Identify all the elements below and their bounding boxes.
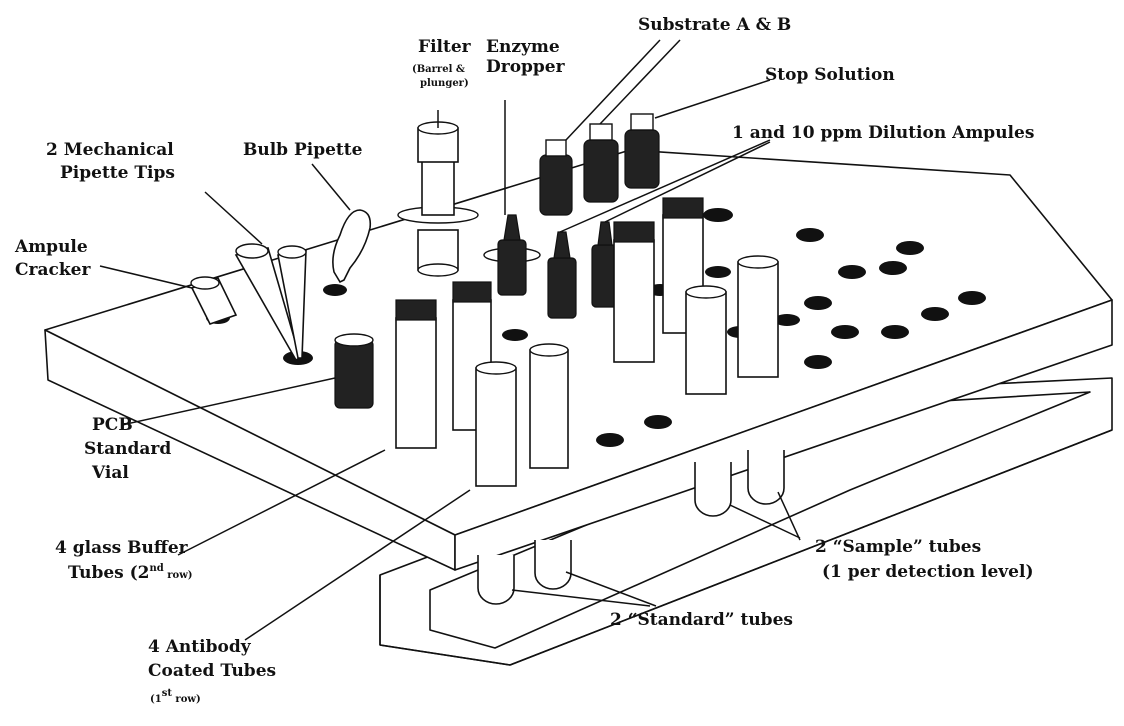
label-enzyme-2: Dropper: [486, 57, 566, 77]
rack: [45, 150, 1112, 570]
label-filter-sub-2: plunger): [420, 78, 469, 89]
label-filter-sub-1: (Barrel &: [412, 64, 465, 75]
label-mech-pipette-1: 2 Mechanical: [46, 140, 174, 160]
label-standard: 2 “Standard” tubes: [610, 610, 793, 630]
label-filter: Filter: [418, 37, 472, 57]
label-buffer-2-main: Tubes (2: [68, 563, 150, 583]
label-antibody-sup: st: [162, 688, 173, 699]
label-sample-1: 2 “Sample” tubes: [815, 537, 981, 557]
label-antibody-3: (1st row): [150, 688, 201, 705]
label-ampule-cracker-2: Cracker: [15, 260, 91, 280]
label-buffer-3: row): [164, 570, 193, 581]
label-bulb-pipette: Bulb Pipette: [243, 140, 363, 160]
label-stop-solution: Stop Solution: [765, 65, 895, 85]
label-pcb-1: PCB: [92, 415, 133, 435]
label-buffer-sup: nd: [150, 563, 164, 574]
label-dilution: 1 and 10 ppm Dilution Ampules: [732, 123, 1034, 143]
label-ampule-cracker-1: Ampule: [14, 237, 88, 257]
label-antibody-1: 4 Antibody: [148, 637, 252, 657]
label-enzyme-1: Enzyme: [486, 37, 560, 57]
label-pcb-3: Vial: [91, 463, 129, 483]
pcb-standard-vial: [335, 334, 373, 408]
label-sample-2: (1 per detection level): [822, 562, 1034, 582]
label-pcb-2: Standard: [84, 439, 171, 459]
stop-solution-bottle: [625, 114, 659, 188]
label-substrate: Substrate A & B: [638, 15, 791, 35]
label-antibody-3a: (1: [150, 694, 162, 705]
label-antibody-3b: row): [172, 694, 201, 705]
label-buffer-1: 4 glass Buffer: [55, 538, 189, 558]
label-buffer-2: Tubes (2nd row): [68, 563, 193, 583]
label-antibody-2: Coated Tubes: [148, 661, 276, 681]
label-mech-pipette-2: Pipette Tips: [60, 163, 175, 183]
